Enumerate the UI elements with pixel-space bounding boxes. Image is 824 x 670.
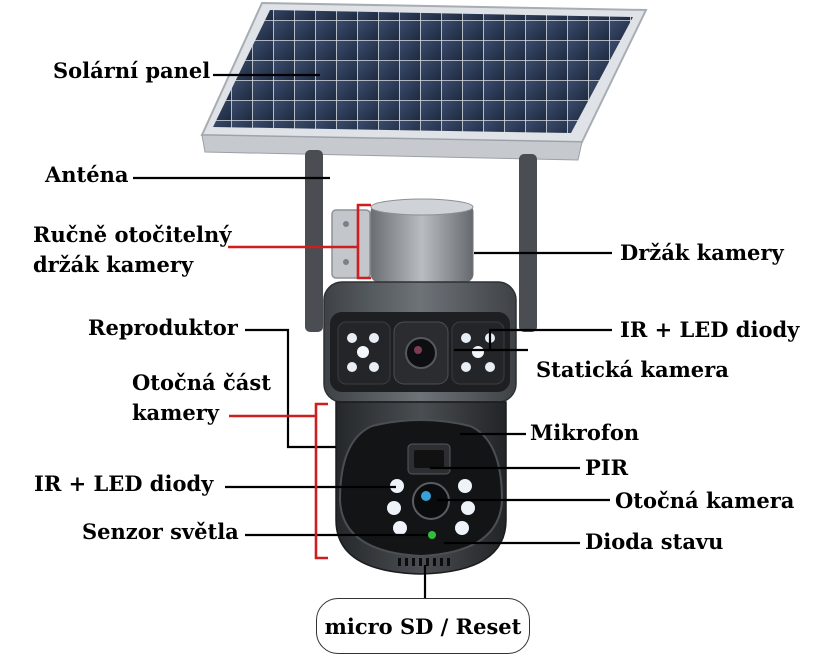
label-rotating-part-line2: kamery [132, 400, 220, 425]
label-manual-mount-line1: Ručně otočitelný [33, 222, 232, 247]
label-manual-mount: Ručně otočitelný držák kamery [33, 220, 231, 280]
label-camera-holder: Držák kamery [620, 240, 784, 265]
static-body [323, 281, 517, 403]
label-rotating-part: Otočná část kamery [132, 368, 271, 428]
label-solar-panel: Solární panel [53, 58, 211, 83]
rotating-dome [335, 401, 507, 575]
label-status-led: Dioda stavu [585, 529, 724, 554]
label-static-camera: Statická kamera [536, 357, 729, 382]
label-microphone: Mikrofon [530, 420, 640, 445]
label-rotating-part-line1: Otočná část [132, 370, 271, 395]
label-sd-reset: micro SD / Reset [324, 614, 522, 639]
manual-mount [331, 209, 371, 279]
label-antenna: Anténa [45, 162, 129, 187]
label-manual-mount-line2: držák kamery [33, 252, 194, 277]
red-brackets [228, 203, 371, 560]
label-pir: PIR [585, 455, 629, 480]
camera-holder [370, 198, 474, 283]
label-ir-led-bottom: IR + LED diody [34, 471, 214, 496]
label-light-sensor: Senzor světla [82, 519, 239, 544]
antennas [305, 150, 537, 332]
solar-panel [200, 1, 648, 161]
label-ir-led-top: IR + LED diody [620, 317, 800, 342]
label-rotating-camera: Otočná kamera [615, 488, 795, 513]
sd-reset-callout: micro SD / Reset [316, 598, 530, 654]
label-speaker: Reproduktor [88, 315, 238, 340]
leader-lines [133, 73, 612, 598]
